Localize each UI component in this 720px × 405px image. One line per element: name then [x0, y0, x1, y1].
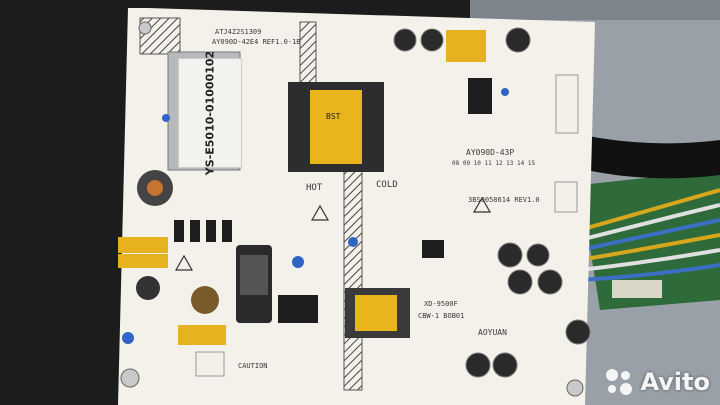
small-label-2: CBW-1 BOB01 [418, 312, 465, 320]
x-capacitor-1 [118, 237, 168, 253]
x-capacitor-2 [118, 254, 168, 268]
power-ic [278, 295, 318, 323]
small-transformer-core [355, 295, 397, 331]
numbers-row: 08 09 10 11 12 13 14 15 [452, 160, 536, 167]
side-connector [555, 74, 579, 134]
wire-connector [554, 181, 578, 213]
ic-small [422, 240, 444, 258]
mosfet-row [174, 220, 232, 242]
cold-label: COLD [376, 180, 398, 190]
rev-label: 3BS0058614 REV1.0 [468, 196, 540, 204]
metal-edge [470, 0, 720, 20]
green-board [580, 170, 720, 310]
green-board-label [612, 280, 662, 298]
transformer-text: BST [326, 112, 341, 121]
warning-triangles [174, 196, 492, 271]
model-label: AY090D-43P [466, 148, 515, 157]
blue-caps [122, 88, 509, 344]
small-label-1: XD-9500F [424, 300, 458, 308]
watermark-text: Avito [640, 368, 710, 396]
x-capacitor-3 [178, 325, 226, 345]
transformer-core [310, 90, 362, 164]
output-mosfet [468, 78, 492, 114]
bulk-capacitor-sleeve [240, 255, 268, 295]
yellow-cap-top [446, 30, 486, 62]
board-header: ATJ4Z2S1309 [215, 28, 262, 36]
electrolytic-caps [393, 27, 591, 378]
choke [136, 276, 160, 300]
caution-text: CAUTION [238, 362, 268, 370]
inductor-bottom [191, 286, 219, 314]
bottom-connector [195, 351, 225, 377]
brand-text: AOYUAN [478, 328, 507, 337]
wire-bundle [579, 188, 720, 282]
part-number-sticker: YS-E5010-01000102 [178, 51, 242, 175]
screw-holes [120, 21, 584, 397]
board-id: AY090D-42E4 REF1.0-1B [212, 38, 301, 46]
avito-logo-icon [604, 367, 634, 397]
hot-label: HOT [306, 183, 323, 193]
sticker-text: YS-E5010-01000102 [203, 50, 217, 176]
avito-watermark: Avito [604, 367, 710, 397]
ribbon-cable [560, 130, 720, 179]
